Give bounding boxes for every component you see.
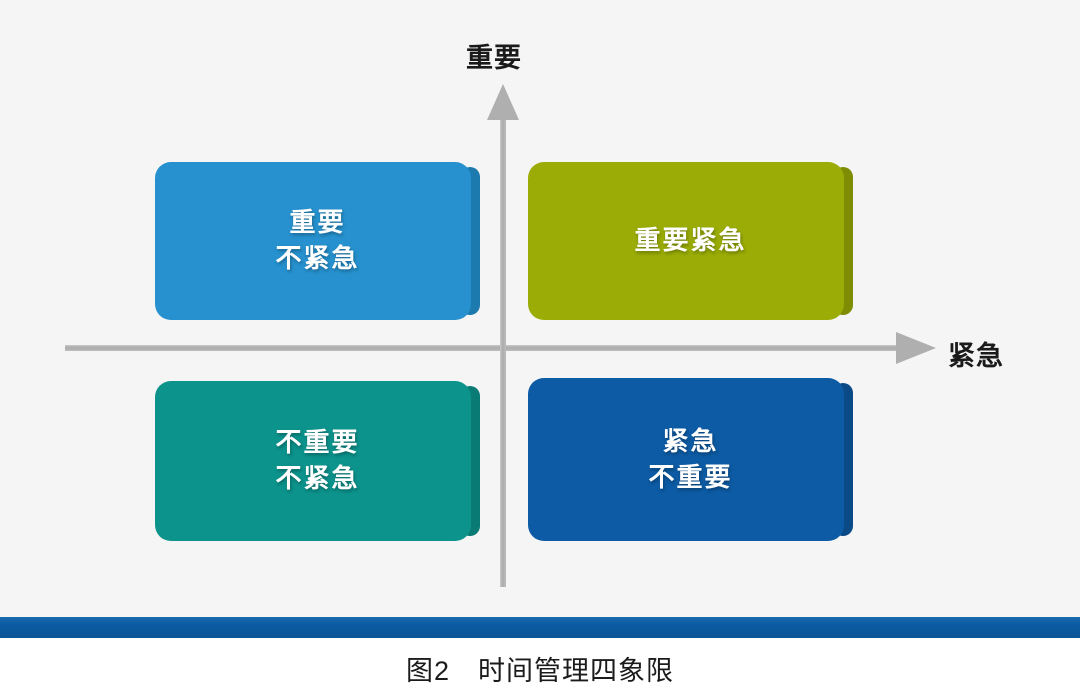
quadrant-urgent-not-important[interactable]: 紧急 不重要 <box>528 378 853 541</box>
vertical-axis-line <box>500 110 506 587</box>
vertical-axis-label: 重要 <box>466 43 522 73</box>
quadrant-label-line: 不重要 <box>648 461 733 492</box>
figure-caption: 图2 时间管理四象限 <box>405 656 675 686</box>
caption-area: 图2 时间管理四象限 <box>0 638 1080 699</box>
quadrant-not-important-not-urgent[interactable]: 不重要 不紧急 <box>155 381 480 541</box>
quadrant-label: 紧急 不重要 <box>648 424 732 496</box>
quadrant-label-line: 重要紧急 <box>634 225 747 256</box>
quadrant-face <box>528 378 844 541</box>
quadrant-label-line: 不重要 <box>275 427 360 458</box>
arrow-right-icon <box>896 332 936 364</box>
quadrant-face <box>155 381 471 541</box>
quadrant-label-line: 重要 <box>289 207 346 238</box>
quadrant-label: 重要紧急 <box>634 223 746 259</box>
page-divider-rule <box>0 617 1080 638</box>
arrow-up-icon <box>487 84 519 120</box>
figure-canvas: 重要 紧急 重要 不紧急 重要紧急 不重要 不紧急 紧急 不重要 <box>65 43 1004 587</box>
quadrant-label-line: 紧急 <box>662 425 719 456</box>
horizontal-axis-label: 紧急 <box>948 341 1004 371</box>
quadrant-label-line: 不紧急 <box>275 243 360 273</box>
quadrant-face <box>155 162 471 320</box>
quadrant-important-not-urgent[interactable]: 重要 不紧急 <box>155 162 480 320</box>
quadrant-label: 重要 不紧急 <box>275 205 359 277</box>
quadrant-face <box>528 162 844 320</box>
horizontal-axis-line <box>65 345 920 351</box>
quadrant-label: 不重要 不紧急 <box>275 425 359 497</box>
quadrant-label-line: 不紧急 <box>275 463 360 493</box>
quadrant-important-urgent[interactable]: 重要紧急 <box>528 162 853 320</box>
